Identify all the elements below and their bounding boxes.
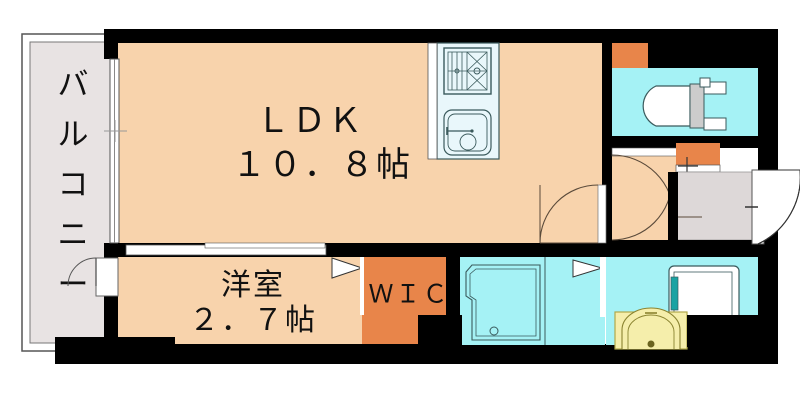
- balcony-door-icon: [67, 257, 119, 297]
- balcony-door-swing-arc: [67, 257, 97, 287]
- wall-above-toilet: [648, 43, 758, 68]
- wall-bottom-left-extra: [118, 337, 175, 364]
- room-bedroom: [118, 257, 368, 344]
- window-left: [104, 58, 127, 244]
- bathtub-drain: [489, 326, 499, 336]
- washbasin-vanity-icon: [614, 307, 688, 350]
- bathtub-outline: [465, 264, 541, 341]
- stove-burner-x: [466, 70, 488, 91]
- gas-stove-icon: [443, 47, 492, 95]
- toilet-tank-bottom: [703, 117, 727, 131]
- kitchen-counter: [427, 42, 500, 160]
- bathtub-inner: [469, 268, 537, 337]
- toilet-icon: [642, 77, 727, 131]
- toilet-flush-button: [699, 77, 711, 88]
- wall-hallway-bottom: [612, 240, 758, 250]
- toilet-bowl: [642, 85, 691, 127]
- wic-floor-lower: [362, 315, 418, 349]
- sink-faucet-head: [470, 129, 474, 133]
- balcony-char-0: バ: [58, 67, 91, 102]
- wall-top-right: [602, 29, 772, 43]
- wall-washroom-bottom-right: [687, 315, 758, 347]
- sink-drain: [459, 133, 477, 151]
- ldk-floor: [118, 43, 602, 243]
- balcony-char-2: コ: [58, 167, 91, 202]
- balcony-char-1: ル: [58, 117, 91, 152]
- wic-label: ＷＩＣ: [368, 281, 449, 309]
- ldk-door-swing-arc: [539, 184, 599, 244]
- entrance-door-icon[interactable]: [745, 169, 800, 245]
- washer-inner: [673, 271, 733, 319]
- wall-bath-top: [454, 243, 614, 257]
- ldk-door-icon[interactable]: [539, 184, 607, 244]
- sink-basin-outer: [443, 109, 492, 156]
- room-wic: [331, 257, 454, 349]
- wall-hallway-left: [602, 148, 612, 250]
- bedroom-area-label: ２．７帖: [189, 304, 317, 337]
- sink-basin-inner: [447, 113, 488, 152]
- wall-top-ldk: [104, 29, 602, 43]
- bedroom-label: 洋室: [221, 269, 285, 302]
- wall-bath-left: [446, 257, 460, 345]
- balcony-char-4: ー: [58, 267, 91, 302]
- balcony-door-frame: [95, 257, 119, 297]
- wic-door-arrow-icon: [331, 257, 364, 279]
- toilet-seat-lid: [689, 83, 705, 129]
- vanity-drain: [647, 340, 655, 348]
- wall-toilet-left: [602, 43, 612, 136]
- bedroom-sliding-door-panel: [204, 242, 326, 249]
- wall-under-wic: [362, 344, 418, 364]
- entrance-floor: [675, 171, 753, 241]
- ldk-door-opening[interactable]: [597, 184, 607, 244]
- wall-corner-tl: [104, 29, 118, 43]
- wall-bottom: [118, 344, 778, 364]
- wall-entrance-left: [668, 172, 678, 240]
- bathtub-icon: [465, 264, 541, 341]
- shoe-closet-icon: [676, 143, 720, 165]
- washing-machine-space-icon: [668, 265, 740, 325]
- entrance-door-swing-arc: [757, 170, 800, 245]
- room-washroom: [606, 257, 758, 350]
- room-toilet: [606, 43, 758, 136]
- room-ldk: [118, 43, 700, 250]
- room-bath: [460, 257, 606, 345]
- wall-ldk-bedroom: [118, 242, 468, 257]
- bath-sliding-door-icon: [572, 259, 604, 278]
- washer-control-panel: [670, 276, 679, 311]
- balcony-label: バ ル コ ニ ー: [58, 67, 91, 302]
- ldk-area-label: １０．８帖: [232, 146, 412, 184]
- kitchen-sink-icon: [443, 109, 492, 156]
- vanity-basin-inner: [627, 314, 675, 349]
- ldk-label: ＬＤＫ: [256, 102, 364, 140]
- window-kitchen: [427, 42, 438, 160]
- balcony-char-3: ニ: [58, 217, 91, 252]
- structural-walls: [55, 29, 778, 364]
- wic-door-track: [360, 257, 364, 315]
- stove-burner-x: [466, 51, 488, 72]
- bedroom-floor: [118, 257, 368, 344]
- wic-floor-upper: [362, 257, 454, 315]
- stove-knob: [454, 68, 460, 74]
- toilet-storage-block: [606, 43, 648, 68]
- stove-burner-ring: [473, 67, 481, 75]
- bath-door-track: [600, 257, 606, 317]
- room-entrance: [602, 143, 758, 250]
